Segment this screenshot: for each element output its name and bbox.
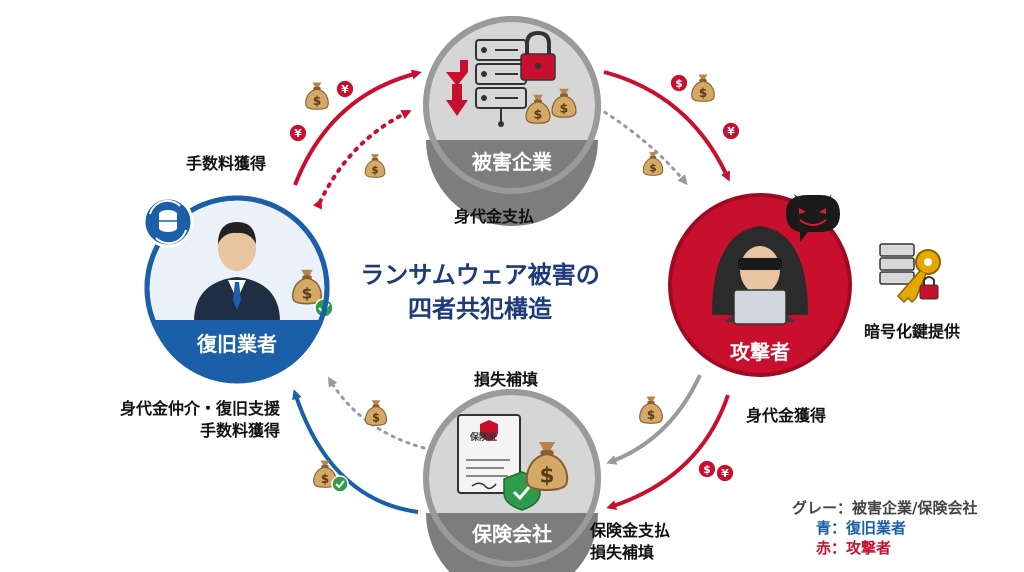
yen-coin-icon <box>716 464 734 482</box>
key-icon <box>879 243 941 304</box>
diagram-title: ランサムウェア被害の 四者共犯構造 <box>350 258 610 326</box>
label-broker-line2: 手数料獲得 <box>199 421 280 440</box>
label-cert: 保険証 <box>470 433 498 443</box>
yen-coin-icon <box>336 80 354 98</box>
arrow-victim-to-attacker-gray <box>596 106 688 186</box>
arrow-attacker-to-insurer-gray <box>606 374 702 465</box>
legend-blue: 青：復旧業者 <box>816 519 907 537</box>
certificate-icon <box>457 414 521 494</box>
money-bag-icon <box>642 151 664 176</box>
arrow-insurer-to-recovery-blue <box>292 389 419 514</box>
money-bag-icon <box>364 399 388 426</box>
money-bag-icon <box>364 153 386 178</box>
yen-coin-icon <box>722 122 740 140</box>
arrow-attacker-to-insurer-red <box>606 394 730 510</box>
label-insurance-pay-line1: 保険金支払 <box>590 521 671 540</box>
arrow-victim-to-attacker-ransom <box>603 70 731 182</box>
label-insurance-pay-line2: 損失補填 <box>590 543 655 562</box>
down-arrow-icon <box>446 100 468 116</box>
label-broker: 身代金仲介・復旧支援 手数料獲得 <box>64 398 280 442</box>
dollar-coin-icon <box>698 460 716 478</box>
label-loss-comp-top: 損失補填 <box>474 370 539 389</box>
title-line-2: 四者共犯構造 <box>408 295 552 323</box>
legend: グレー：被害企業/保険会社 青：復旧業者 赤：攻撃者 <box>792 498 977 558</box>
label-broker-line1: 身代金仲介・復旧支援 <box>119 399 280 418</box>
node-attacker <box>668 193 852 377</box>
title-line-1: ランサムウェア被害の <box>360 261 600 289</box>
arrow-victim-recovery-dotted <box>312 110 412 210</box>
yen-coin-icon <box>289 124 307 142</box>
node-label-victim: 被害企業 <box>472 150 552 174</box>
node-label-insurer: 保険会社 <box>472 522 552 546</box>
label-fee-top: 手数料獲得 <box>186 154 267 173</box>
node-label-recovery: 復旧業者 <box>197 332 277 356</box>
down-arrow-icon <box>446 60 468 86</box>
label-key-provide: 暗号化鍵提供 <box>864 322 961 341</box>
legend-red: 赤：攻撃者 <box>816 539 892 557</box>
hacker-icon <box>712 226 808 325</box>
database-sync-icon <box>142 196 194 248</box>
businessman-icon <box>194 222 280 322</box>
lock-icon <box>520 30 556 81</box>
legend-gray: グレー：被害企業/保険会社 <box>792 499 978 517</box>
devil-icon <box>786 194 840 242</box>
money-bag-icon <box>305 81 329 110</box>
check-icon <box>331 475 349 493</box>
money-bag-icon <box>639 395 663 424</box>
label-ransom-pay: 身代金支払 <box>454 207 535 226</box>
label-insurance-pay: 保険金支払 損失補填 <box>590 520 670 564</box>
label-ransom-gain: 身代金獲得 <box>746 406 827 425</box>
server-icon <box>475 39 527 127</box>
dollar-coin-icon <box>670 74 688 92</box>
arrow-insurer-to-recovery-gray <box>327 376 426 450</box>
money-bag-icon <box>691 73 715 102</box>
node-insurer <box>423 389 601 572</box>
node-victim <box>423 16 601 226</box>
node-label-attacker: 攻撃者 <box>730 340 790 364</box>
